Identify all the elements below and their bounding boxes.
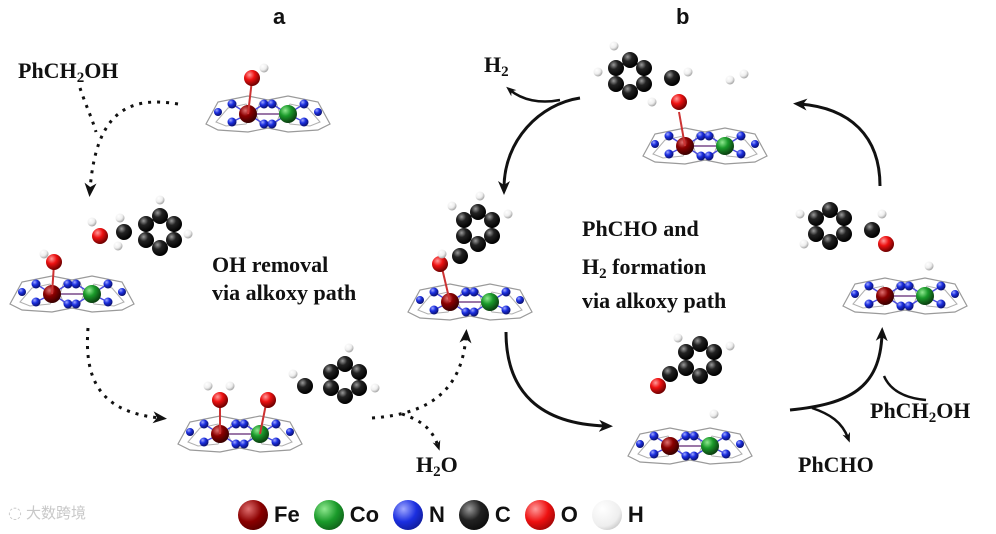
watermark: ◌ 大数跨境 bbox=[8, 502, 86, 523]
legend-item-o: O bbox=[524, 500, 578, 530]
reactant-b-label: PhCH2OH bbox=[870, 398, 971, 426]
legend-label: Fe bbox=[274, 502, 300, 527]
legend-label: C bbox=[494, 502, 511, 527]
panel-a-state-1 bbox=[205, 63, 331, 133]
legend-item-co: Co bbox=[313, 500, 380, 530]
formation-label-line3: via alkoxy path bbox=[582, 288, 727, 313]
arrow-reactant-from-label bbox=[78, 87, 98, 133]
panel-b-state-3 bbox=[842, 261, 968, 315]
arrow-h2-out bbox=[506, 86, 561, 103]
h2-label: H2 bbox=[484, 52, 509, 80]
legend-item-h: H bbox=[591, 500, 644, 530]
panel-b-benzaldehyde bbox=[650, 333, 735, 394]
panel-b-state-4 bbox=[627, 409, 753, 465]
formation-label-line2: H2 formation bbox=[582, 254, 707, 282]
panel-b-h2-molecule bbox=[725, 69, 749, 85]
panel-a-state-3 bbox=[177, 381, 303, 453]
watermark-logo-icon: ◌ bbox=[8, 503, 22, 522]
arrow-b-left-to-bottom bbox=[504, 331, 613, 432]
arrow-product-out bbox=[811, 406, 850, 443]
panel-a-benzyl-group bbox=[288, 343, 380, 405]
panel-a-benzyl-alcohol-1 bbox=[87, 195, 193, 257]
panel-label-a: a bbox=[273, 4, 286, 29]
n-sphere-icon bbox=[393, 500, 424, 530]
legend-label: H bbox=[627, 502, 644, 527]
arrow-water-out bbox=[401, 412, 441, 451]
oh-removal-label-line1: OH removal bbox=[212, 252, 329, 277]
panel-b-alkoxy-1 bbox=[437, 191, 513, 264]
arrow-a-up bbox=[371, 329, 472, 420]
legend-item-n: N bbox=[393, 500, 445, 530]
legend-label: N bbox=[429, 502, 445, 527]
arrow-b-top-to-left bbox=[498, 96, 581, 195]
product-label: PhCHO bbox=[798, 452, 874, 477]
c-sphere-icon bbox=[458, 500, 489, 530]
legend-item-fe: Fe bbox=[238, 500, 300, 530]
panel-b-state-2 bbox=[642, 94, 768, 165]
h-sphere-icon bbox=[591, 500, 622, 530]
arrow-b-bottom-to-right bbox=[789, 327, 888, 412]
arrow-a-down bbox=[85, 327, 167, 424]
arrow-reactant-b-in bbox=[882, 375, 927, 402]
panel-b-alkoxy-3 bbox=[795, 201, 894, 252]
legend-label: Co bbox=[349, 502, 380, 527]
o-sphere-icon bbox=[524, 500, 555, 530]
panel-label-b: b bbox=[676, 4, 690, 29]
watermark-text: 大数跨境 bbox=[25, 504, 86, 522]
fe-sphere-icon bbox=[238, 500, 268, 530]
oh-removal-label-line2: via alkoxy path bbox=[212, 280, 357, 305]
legend-item-c: C bbox=[458, 500, 511, 530]
legend-label: O bbox=[560, 502, 578, 527]
arrow-reactant-in bbox=[84, 100, 179, 197]
panel-b-state-1 bbox=[407, 256, 533, 321]
element-legend: Fe Co N C O H bbox=[238, 498, 644, 532]
arrow-b-right-to-top bbox=[793, 98, 882, 187]
co-sphere-icon bbox=[313, 500, 344, 530]
reactant-label: PhCH2OH bbox=[18, 58, 119, 86]
panel-b-alkoxy-2 bbox=[593, 41, 693, 107]
formation-label-line1: PhCHO and bbox=[582, 216, 699, 241]
water-label: H2O bbox=[416, 452, 458, 480]
panel-a-state-2 bbox=[9, 249, 135, 313]
